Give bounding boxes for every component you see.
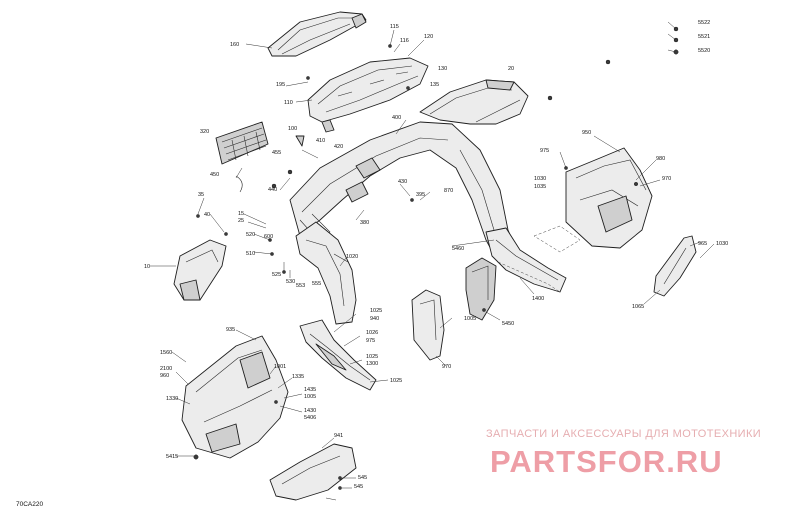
callout-1025-a: 940 <box>370 316 379 322</box>
callout-440: 440 <box>268 187 277 193</box>
callout-195: 195 <box>276 82 285 88</box>
callout-450: 450 <box>210 172 219 178</box>
top-cover-panel <box>267 11 367 57</box>
callout-120: 120 <box>424 34 433 40</box>
callout-labels: 160 115 116 120 130 135 195 110 100 20 5… <box>144 20 728 490</box>
callout-510: 510 <box>246 251 255 257</box>
callout-1560: 2100 <box>160 366 172 372</box>
callout-5415: 545 <box>358 475 367 481</box>
callout-5450: 1065 <box>632 304 644 310</box>
leader-lines <box>150 21 715 501</box>
callout-1300: 970 <box>442 364 451 370</box>
callout-950: 950 <box>582 130 591 136</box>
left-lower-fender <box>295 221 357 325</box>
callout-970: 970 <box>662 176 671 182</box>
callout-1025-b: 1300 <box>366 361 378 367</box>
callout-1025-c: 1330 <box>166 396 178 402</box>
callout-40: 40 <box>204 212 210 218</box>
grille-panel <box>215 121 269 165</box>
callout-1035: 1035 <box>534 184 546 190</box>
callout-5522: 5522 <box>698 20 710 26</box>
fasteners <box>193 26 679 490</box>
callout-5406: 941 <box>334 433 343 439</box>
callout-525: 525 <box>272 272 281 278</box>
callout-395: 395 <box>416 192 425 198</box>
callout-940: 935 <box>226 327 235 333</box>
upper-dash-tray <box>307 57 429 133</box>
callout-960: 1001 <box>274 364 286 370</box>
callout-115: 115 <box>390 24 399 30</box>
wire-clip <box>235 175 243 193</box>
watermark: ЗАПЧАСТИ И АКСЕССУАРЫ ДЛЯ МОТОТЕХНИКИ PA… <box>486 428 761 479</box>
right-long-rail <box>485 227 567 293</box>
callout-1005-b: 1025 <box>390 378 402 384</box>
callout-130: 130 <box>438 66 447 72</box>
right-fender-assembly <box>533 147 653 253</box>
callout-25: 25 <box>238 218 244 224</box>
right-small-bracket <box>653 235 697 297</box>
callout-430: 430 <box>398 179 407 185</box>
center-lower-panel <box>411 289 445 361</box>
callout-520: 520 <box>246 232 255 238</box>
callout-1400: 5450 <box>502 321 514 327</box>
lower-left-fender-assembly <box>181 335 289 459</box>
callout-455: 455 <box>272 150 281 156</box>
callout-135: 135 <box>430 82 439 88</box>
center-strut <box>465 257 497 321</box>
callout-1065: 1025 <box>370 308 382 314</box>
callout-941: 5415 <box>166 454 178 460</box>
callout-5521: 5521 <box>698 34 710 40</box>
callout-555: 555 <box>312 281 321 287</box>
callout-320: 320 <box>200 129 209 135</box>
callout-35: 35 <box>198 192 204 198</box>
callout-1030: 1030 <box>534 176 546 182</box>
callout-10: 10 <box>144 264 150 270</box>
callout-1005-a: 1026 <box>366 330 378 336</box>
callout-1026: 975 <box>366 338 375 344</box>
callout-1335: 1435 <box>304 387 316 393</box>
lower-center-bar <box>299 319 377 391</box>
callout-975-lower: 1560 <box>160 350 172 356</box>
callout-2100: 960 <box>160 373 169 379</box>
front-hood <box>419 79 529 125</box>
callout-1435: 1005 <box>304 394 316 400</box>
callout-1430: 5406 <box>304 415 316 421</box>
callout-600: 600 <box>264 234 273 240</box>
callout-380: 380 <box>360 220 369 226</box>
callout-870: 870 <box>444 188 453 194</box>
callout-5520: 5520 <box>698 48 710 54</box>
watermark-tagline: ЗАПЧАСТИ И АКСЕССУАРЫ ДЛЯ МОТОТЕХНИКИ <box>486 428 761 440</box>
callout-400: 400 <box>392 115 401 121</box>
left-side-panel <box>173 239 227 301</box>
callout-160: 160 <box>230 42 239 48</box>
callout-545-a: 545 <box>354 484 363 490</box>
callout-975: 975 <box>540 148 549 154</box>
callout-100: 100 <box>288 126 297 132</box>
callout-970-lower: 1335 <box>292 374 304 380</box>
callout-410: 410 <box>316 138 325 144</box>
callout-110: 110 <box>284 100 293 106</box>
small-bracket-455 <box>295 135 305 147</box>
callout-530: 530 <box>286 279 295 285</box>
bottom-plate <box>269 443 357 501</box>
callout-5460: 965 <box>698 241 707 247</box>
callout-1330: 1430 <box>304 408 316 414</box>
callout-420: 420 <box>334 144 343 150</box>
callout-850: 1020 <box>346 254 358 260</box>
callout-980: 980 <box>656 156 665 162</box>
callout-553: 553 <box>296 283 305 289</box>
callout-1030-lower: 1400 <box>532 296 544 302</box>
watermark-brand: PARTSFOR.RU <box>490 444 723 479</box>
callout-15: 15 <box>238 211 244 217</box>
callout-116: 116 <box>400 38 409 44</box>
callout-20: 20 <box>508 66 514 72</box>
callout-965: 1030 <box>716 241 728 247</box>
callout-935: 1005 <box>464 316 476 322</box>
diagram-code: 70CA220 <box>16 501 43 508</box>
callout-1001: 1025 <box>366 354 378 360</box>
callout-1020: 5460 <box>452 246 464 252</box>
